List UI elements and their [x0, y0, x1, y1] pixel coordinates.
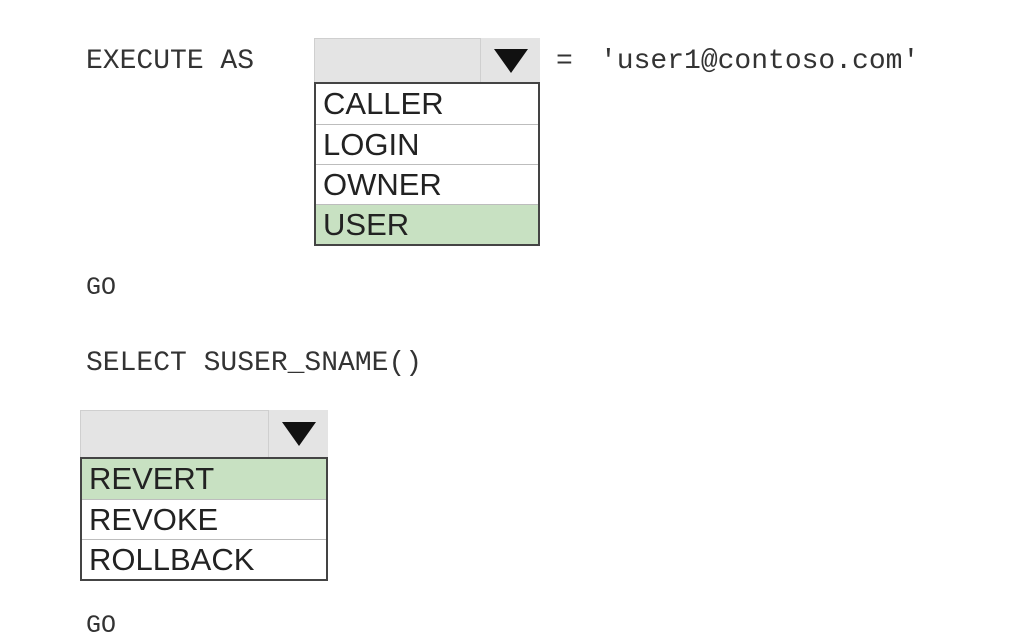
user-value: 'user1@contoso.com'	[600, 46, 920, 77]
dropdown-option-rollback[interactable]: ROLLBACK	[82, 539, 326, 579]
dropdown-option-caller[interactable]: CALLER	[323, 86, 444, 121]
go-statement-1: GO	[86, 273, 117, 302]
dropdown-option-login[interactable]: LOGIN	[316, 124, 538, 164]
triangle-down-icon	[281, 422, 316, 446]
triangle-down-icon	[493, 49, 528, 73]
execute-as-keyword: EXECUTE AS	[86, 46, 255, 77]
execute-as-dropdown[interactable]: CALLER LOGIN OWNER USER	[314, 38, 540, 246]
equals-sign: =	[556, 46, 573, 77]
dropdown-toggle-button[interactable]	[480, 38, 540, 84]
dropdown-option-revoke[interactable]: REVOKE	[82, 499, 326, 539]
dropdown-options-list: CALLER LOGIN OWNER USER	[314, 82, 540, 246]
select-statement: SELECT SUSER_SNAME()	[86, 348, 423, 379]
dropdown-option-revert[interactable]: REVERT	[82, 459, 326, 499]
dropdown-options-list: REVERT REVOKE ROLLBACK	[80, 457, 328, 581]
dropdown-option-owner[interactable]: OWNER	[316, 164, 538, 204]
revert-dropdown[interactable]: REVERT REVOKE ROLLBACK	[80, 410, 328, 581]
dropdown-toggle-button[interactable]	[268, 410, 328, 458]
go-statement-2: GO	[86, 611, 117, 638]
dropdown-option-user[interactable]: USER	[316, 204, 538, 244]
